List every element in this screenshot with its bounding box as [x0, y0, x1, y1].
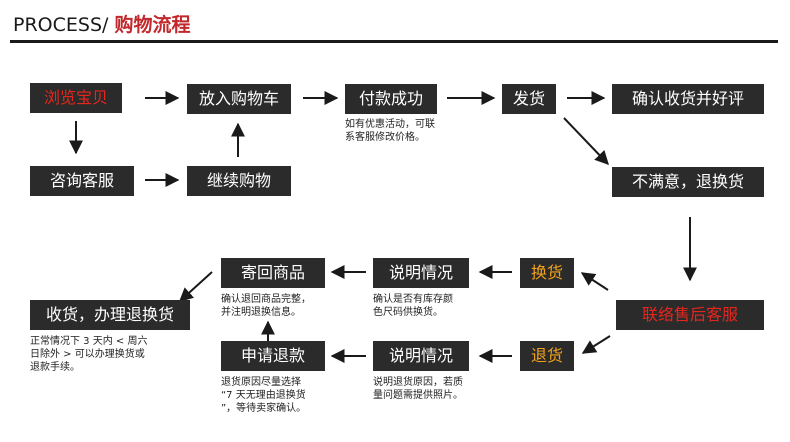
step-pay: 付款成功 [345, 84, 437, 114]
arrow-sendback-to-receive [178, 271, 213, 302]
step-ship: 发货 [502, 84, 556, 114]
header-divider [10, 40, 778, 43]
step-confirm: 确认收货并好评 [612, 84, 764, 114]
step-add-cart: 放入购物车 [187, 84, 291, 114]
note-receive: 正常情况下 3 天内 < 周六 日除外 > 可以办理换货或 退款手续。 [30, 336, 148, 373]
step-contact-service: 联络售后客服 [616, 300, 764, 330]
note-apply-refund: 退货原因尽量选择 “7 天无理由退换货 ”，等待卖家确认。 [221, 377, 307, 414]
arrow-contact-to-refund [581, 335, 611, 354]
arrow-contact-to-exchange [580, 272, 609, 291]
step-consult: 咨询客服 [30, 166, 134, 196]
note-refund: 说明退货原因，若质 量问题需提供照片。 [373, 377, 463, 401]
step-browse: 浏览宝贝 [30, 83, 122, 113]
note-send-back: 确认退回商品完整， 并注明退换信息。 [221, 294, 311, 318]
title-english: PROCESS/ [13, 14, 109, 36]
page-title: PROCESS/ 购物流程 [13, 13, 190, 37]
title-chinese: 购物流程 [114, 14, 191, 36]
note-pay: 如有优惠活动，可联 系客服修改价格。 [345, 119, 435, 143]
step-continue-shopping: 继续购物 [187, 166, 291, 196]
step-send-back: 寄回商品 [221, 258, 325, 288]
arrow-ship-to-unsatisfied [563, 117, 609, 166]
step-receive: 收货，办理退换货 [30, 300, 190, 330]
step-refund: 退货 [520, 341, 574, 371]
step-explain-refund: 说明情况 [373, 341, 469, 371]
note-exchange: 确认是否有库存颜 色尺码供换货。 [373, 294, 453, 318]
step-unsatisfied: 不满意，退换货 [612, 167, 764, 197]
step-apply-refund: 申请退款 [221, 341, 325, 371]
step-explain-exchange: 说明情况 [373, 258, 469, 288]
step-exchange: 换货 [520, 258, 574, 288]
